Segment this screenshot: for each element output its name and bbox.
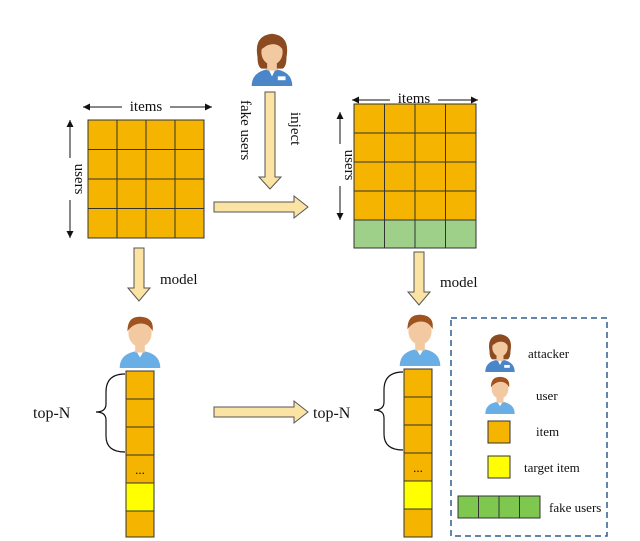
right-list-ellipsis: ... [413, 460, 423, 475]
left-topn-label: top-N [33, 405, 71, 422]
left-topn-list [125, 370, 155, 538]
legend-user-label: user [536, 388, 558, 403]
right-user-icon [399, 314, 441, 366]
legend-item-label: item [536, 424, 559, 439]
legend-box [450, 317, 608, 537]
legend-item-swatch [487, 420, 511, 444]
inject-to-matrix-arrow [213, 194, 309, 220]
left-user-icon [119, 316, 161, 368]
legend-target-label: target item [524, 460, 580, 475]
right-topn-brace [373, 371, 404, 451]
legend-fake-users-swatch [457, 495, 541, 519]
attacker-icon [251, 33, 293, 86]
legend-fake-users-label: fake users [549, 500, 601, 515]
right-rating-matrix [353, 103, 477, 249]
inject-label: inject [287, 112, 303, 146]
right-model-label: model [440, 275, 478, 291]
right-items-label: items [398, 91, 431, 107]
right-model-arrow [406, 251, 432, 306]
topn-comparison-arrow [213, 399, 309, 425]
left-list-ellipsis: ... [135, 462, 145, 477]
legend-attacker-label: attacker [528, 346, 570, 361]
legend: attacker user item target item fake user… [450, 317, 608, 537]
right-topn-list [403, 368, 433, 538]
right-users-label: users [341, 150, 357, 181]
left-items-label: items [130, 99, 163, 115]
inject-arrow [257, 91, 283, 190]
legend-user-icon [485, 376, 515, 414]
right-target-item [403, 480, 433, 510]
left-target-item [125, 482, 155, 512]
legend-attacker-icon [485, 334, 515, 372]
left-users-label: users [71, 164, 87, 195]
left-topn-brace [95, 373, 126, 453]
left-model-arrow [126, 247, 152, 302]
right-topn-label: top-N [313, 405, 351, 422]
fake-users-label: fake users [237, 100, 253, 161]
legend-target-swatch [487, 455, 511, 479]
left-rating-matrix [87, 119, 205, 239]
left-model-label: model [160, 272, 198, 288]
